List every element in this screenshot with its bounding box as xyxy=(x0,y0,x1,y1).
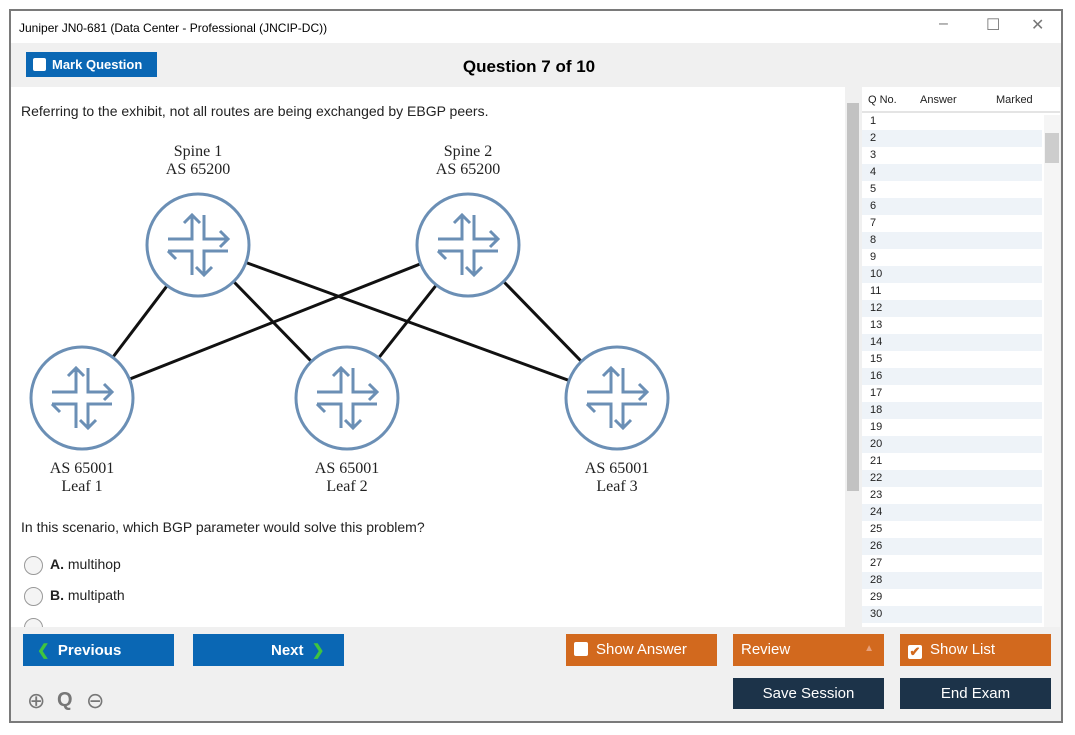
close-button[interactable]: ✕ xyxy=(1031,17,1045,34)
router-leaf2 xyxy=(294,345,400,451)
list-scrollbar[interactable] xyxy=(1044,115,1060,627)
list-row[interactable]: 15 xyxy=(870,353,883,365)
node-label: AS 65200 xyxy=(436,161,500,178)
option-letter: A. xyxy=(50,556,64,573)
list-row[interactable]: 8 xyxy=(862,232,1042,249)
node-label: Spine 1 xyxy=(174,143,222,160)
next-label: Next xyxy=(271,642,304,659)
header-answer: Answer xyxy=(920,94,957,106)
checkbox-icon xyxy=(33,58,46,71)
list-header: Q No. Answer Marked xyxy=(862,87,1060,113)
list-row[interactable]: 11 xyxy=(870,285,882,297)
list-row[interactable]: 30 xyxy=(862,606,1042,623)
radio-button[interactable] xyxy=(24,587,43,606)
list-row[interactable]: 28 xyxy=(862,572,1042,589)
end-exam-button[interactable]: End Exam xyxy=(900,678,1051,709)
question-intro: Referring to the exhibit, not all routes… xyxy=(21,103,489,119)
router-spine2 xyxy=(415,192,521,298)
title-bar: Juniper JN0-681 (Data Center - Professio… xyxy=(11,11,1061,43)
checkbox-icon xyxy=(574,642,588,656)
review-label: Review xyxy=(741,641,791,658)
option-letter: B. xyxy=(50,587,64,604)
router-leaf1 xyxy=(29,345,135,451)
caret-up-icon: ▲ xyxy=(864,643,874,654)
list-row[interactable]: 7 xyxy=(870,217,877,229)
question-prompt: In this scenario, which BGP parameter wo… xyxy=(21,519,425,535)
review-dropdown[interactable]: Review ▲ xyxy=(733,634,884,666)
node-label: AS 65200 xyxy=(166,161,230,178)
option-text: multipath xyxy=(67,587,125,604)
maximize-button[interactable]: ☐ xyxy=(986,17,1001,34)
show-list-button[interactable]: ✔ Show List xyxy=(900,634,1051,666)
list-row[interactable]: 24 xyxy=(862,504,1042,521)
list-row[interactable]: 16 xyxy=(862,368,1042,385)
list-row[interactable]: 17 xyxy=(870,387,883,399)
list-row[interactable]: 22 xyxy=(862,470,1042,487)
show-list-label: Show List xyxy=(930,641,996,658)
zoom-in-icon[interactable]: ⊕ xyxy=(27,688,46,713)
list-row[interactable]: 6 xyxy=(862,198,1042,215)
option-text: multihop xyxy=(67,556,121,573)
list-row[interactable]: 19 xyxy=(870,421,883,433)
list-row[interactable]: 5 xyxy=(870,183,877,195)
header-marked: Marked xyxy=(996,94,1033,106)
show-answer-label: Show Answer xyxy=(596,641,687,658)
list-row[interactable]: 13 xyxy=(870,319,883,331)
list-row[interactable]: 26 xyxy=(862,538,1042,555)
list-row[interactable]: 4 xyxy=(862,164,1042,181)
mark-question-button[interactable]: Mark Question xyxy=(26,52,157,77)
list-row[interactable]: 21 xyxy=(870,455,883,467)
question-counter: Question 7 of 10 xyxy=(462,57,596,76)
link-spine2-leaf1 xyxy=(81,243,469,400)
node-label: Leaf 2 xyxy=(326,478,367,495)
list-row[interactable]: 9 xyxy=(870,251,877,263)
list-row[interactable]: 1 xyxy=(870,115,877,127)
option-b[interactable]: B. multipath xyxy=(24,587,125,606)
list-row[interactable]: 25 xyxy=(870,523,883,535)
node-label: AS 65001 xyxy=(585,460,649,477)
save-session-button[interactable]: Save Session xyxy=(733,678,884,709)
list-row[interactable]: 27 xyxy=(870,557,883,569)
scroll-thumb[interactable] xyxy=(1045,133,1059,163)
checkmark-icon: ✔ xyxy=(908,644,922,659)
minimize-button[interactable]: – xyxy=(939,15,948,32)
list-row[interactable]: 12 xyxy=(862,300,1042,317)
list-row[interactable]: 3 xyxy=(870,149,877,161)
previous-label: Previous xyxy=(57,642,122,659)
app-window: Juniper JN0-681 (Data Center - Professio… xyxy=(9,9,1063,723)
node-label: AS 65001 xyxy=(50,460,114,477)
list-row[interactable]: 20 xyxy=(862,436,1042,453)
list-row[interactable]: 29 xyxy=(870,591,883,603)
option-c-clipped[interactable] xyxy=(24,618,50,627)
list-row[interactable]: 18 xyxy=(862,402,1042,419)
zoom-reset-icon[interactable]: Q xyxy=(57,689,73,711)
node-label: Spine 2 xyxy=(444,143,492,160)
node-label: Leaf 1 xyxy=(61,478,102,495)
previous-button[interactable]: ❮ Previous xyxy=(23,634,174,666)
list-row[interactable]: 14 xyxy=(862,334,1042,351)
radio-button[interactable] xyxy=(24,556,43,575)
mark-question-label: Mark Question xyxy=(52,57,143,72)
question-panel: Referring to the exhibit, not all routes… xyxy=(11,87,845,627)
show-answer-button[interactable]: Show Answer xyxy=(566,634,717,666)
list-row[interactable]: 10 xyxy=(862,266,1042,283)
radio-button[interactable] xyxy=(24,618,43,627)
window-title: Juniper JN0-681 (Data Center - Professio… xyxy=(19,21,328,35)
list-row[interactable]: 23 xyxy=(870,489,883,501)
list-row[interactable]: 2 xyxy=(862,130,1042,147)
content-scrollbar[interactable] xyxy=(845,87,861,627)
header-qno: Q No. xyxy=(868,94,897,106)
router-spine1 xyxy=(145,192,251,298)
node-label: Leaf 3 xyxy=(596,478,637,495)
option-a[interactable]: A. multihop xyxy=(24,556,121,575)
scroll-thumb[interactable] xyxy=(847,103,859,491)
next-button[interactable]: Next ❯ xyxy=(193,634,344,666)
router-leaf3 xyxy=(564,345,670,451)
zoom-out-icon[interactable]: ⊖ xyxy=(86,688,105,713)
node-label: AS 65001 xyxy=(315,460,379,477)
